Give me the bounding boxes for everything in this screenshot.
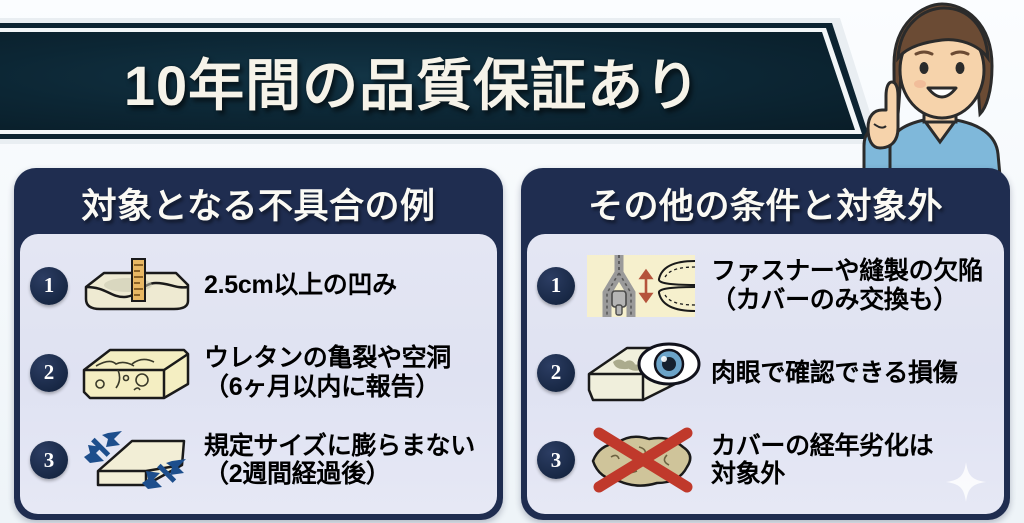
list-item-line2: 対象外	[711, 460, 786, 489]
list-item: 1	[537, 253, 994, 319]
info-cards-container: 対象となる不具合の例 1	[0, 168, 1024, 520]
list-item: 3 カバーの経年劣化は	[537, 427, 994, 493]
list-item: 2 ウレタンの亀裂や空	[30, 340, 487, 406]
list-item-text: ウレタンの亀裂や空洞 （6ヶ月以内に報告）	[204, 344, 451, 402]
eye-visible-damage-icon	[583, 340, 703, 406]
item-number-badge: 3	[30, 441, 68, 480]
item-number-badge: 3	[537, 441, 575, 480]
zipper-stitching-defect-icon	[583, 253, 703, 319]
cracked-foam-block-icon	[76, 340, 196, 406]
header-banner: 10年間の品質保証あり	[0, 18, 880, 144]
card-title-right: その他の条件と対象外	[587, 186, 943, 226]
card-body-left: 1 2.5cm以上の凹み	[20, 234, 497, 514]
list-item-line2: （6ヶ月以内に報告）	[204, 372, 440, 401]
list-item-line1: 規定サイズに膨らまない	[204, 431, 475, 460]
mattress-sag-ruler-icon	[76, 253, 196, 319]
card-header-left: 対象となる不具合の例	[18, 172, 499, 234]
item-number-badge: 1	[537, 266, 575, 305]
sparkle-icon	[946, 462, 986, 502]
list-item-line2: （カバーのみ交換も）	[711, 285, 959, 314]
list-item: 1 2.5cm以上の凹み	[30, 253, 487, 319]
list-item-line1: ファスナーや縫製の欠陥	[711, 256, 983, 285]
banner-inner-panel: 10年間の品質保証あり	[0, 32, 855, 130]
pointing-woman-illustration	[828, 0, 1018, 178]
page-title: 10年間の品質保証あり	[123, 53, 702, 117]
list-item-line1: ウレタンの亀裂や空洞	[204, 344, 452, 373]
item-number-badge: 2	[30, 353, 68, 392]
list-item-text: 2.5cm以上の凹み	[204, 271, 397, 300]
card-other-conditions: その他の条件と対象外 1	[521, 168, 1010, 520]
list-item: 2	[537, 340, 994, 406]
crossed-out-worn-cover-icon	[583, 427, 703, 493]
item-number-badge: 2	[537, 353, 575, 392]
card-covered-defects: 対象となる不具合の例 1	[14, 168, 503, 520]
card-body-right: 1	[527, 234, 1004, 514]
list-item-text: 規定サイズに膨らまない （2週間経過後）	[204, 432, 475, 490]
list-item-line1: 肉眼で確認できる損傷	[711, 358, 958, 387]
card-title-left: 対象となる不具合の例	[81, 186, 436, 226]
list-item-line1: 2.5cm以上の凹み	[204, 271, 397, 300]
mattress-expansion-arrows-icon	[76, 427, 196, 493]
list-item: 3	[30, 427, 487, 493]
list-item-line2: （2週間経過後）	[204, 460, 391, 489]
card-header-right: その他の条件と対象外	[525, 172, 1006, 234]
list-item-text: ファスナーや縫製の欠陥 （カバーのみ交換も）	[711, 257, 983, 315]
list-item-text: カバーの経年劣化は 対象外	[711, 431, 934, 490]
pointing-hand-icon	[866, 80, 900, 150]
item-number-badge: 1	[30, 266, 68, 305]
list-item-text: 肉眼で確認できる損傷	[711, 359, 958, 388]
list-item-line1: カバーの経年劣化は	[711, 431, 934, 460]
